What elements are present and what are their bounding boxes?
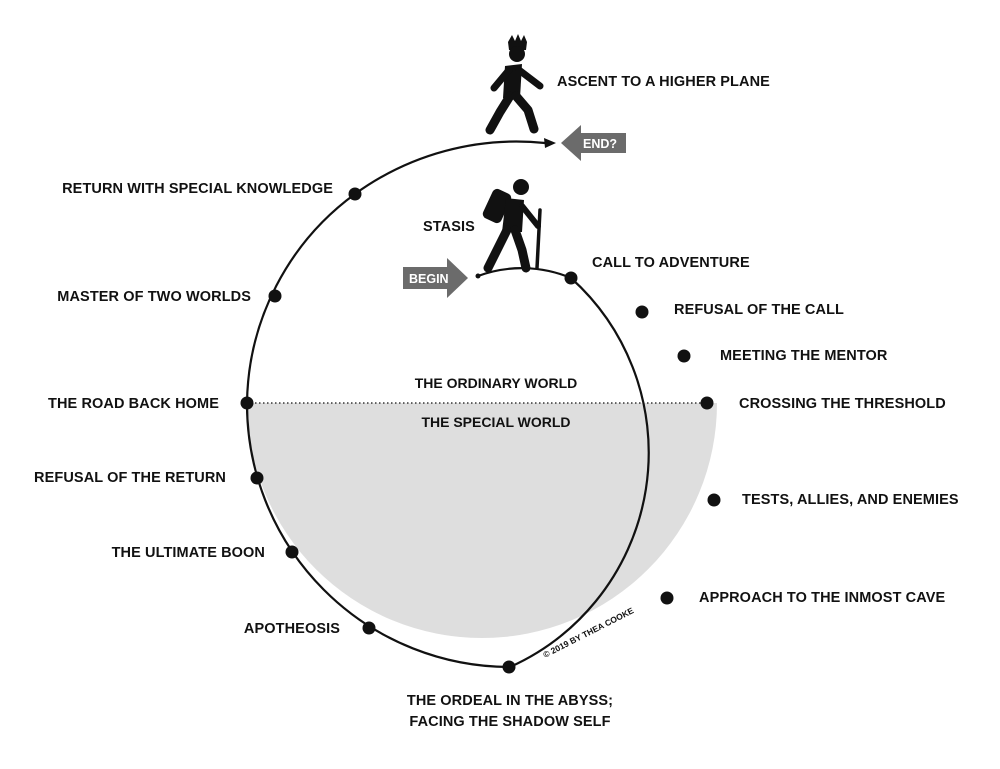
stage-dots: [240, 187, 721, 674]
begin-arrow: BEGIN: [403, 258, 468, 298]
special-world-area: [247, 403, 717, 638]
stage-label-ultimate-boon: THE ULTIMATE BOON: [112, 545, 265, 561]
dot-refusal-of-return: [250, 471, 264, 485]
stage-label-return-special-knowledge: RETURN WITH SPECIAL KNOWLEDGE: [62, 181, 333, 197]
dot-master-two-worlds: [268, 289, 282, 303]
dot-ordeal-in-abyss: [502, 660, 516, 674]
stage-label-refusal-of-the-call: REFUSAL OF THE CALL: [674, 302, 844, 318]
stage-label-apotheosis: APOTHEOSIS: [244, 621, 340, 637]
dot-call-to-adventure: [564, 271, 578, 285]
special-world-label: THE SPECIAL WORLD: [421, 414, 570, 430]
path-arrowhead: [544, 138, 556, 148]
stage-label-ordeal-line2: FACING THE SHADOW SELF: [409, 714, 610, 730]
crowned-walker-icon: [485, 34, 544, 135]
end-arrow: END?: [561, 125, 626, 161]
dot-crossing-the-threshold: [700, 396, 714, 410]
stage-label-call-to-adventure: CALL TO ADVENTURE: [592, 255, 750, 271]
stage-label-meeting-the-mentor: MEETING THE MENTOR: [720, 348, 888, 364]
dot-ultimate-boon: [285, 545, 299, 559]
hiker-icon: [482, 179, 542, 273]
stage-label-crossing-the-threshold: CROSSING THE THRESHOLD: [739, 396, 946, 412]
dot-apotheosis: [362, 621, 376, 635]
stage-label-road-back-home: THE ROAD BACK HOME: [48, 396, 219, 412]
stage-label-approach-inmost-cave: APPROACH TO THE INMOST CAVE: [699, 590, 945, 606]
stage-label-ordeal-line1: THE ORDEAL IN THE ABYSS;: [407, 693, 613, 709]
begin-point: [475, 273, 481, 279]
begin-arrow-label: BEGIN: [409, 272, 449, 286]
dot-refusal-of-the-call: [635, 305, 649, 319]
ordinary-world-label: THE ORDINARY WORLD: [415, 375, 578, 391]
stage-label-master-two-worlds: MASTER OF TWO WORLDS: [57, 289, 251, 305]
dot-return-special-knowledge: [348, 187, 362, 201]
dot-road-back-home: [240, 396, 254, 410]
dot-approach-inmost-cave: [660, 591, 674, 605]
end-arrow-label: END?: [583, 137, 617, 151]
stage-label-refusal-of-return: REFUSAL OF THE RETURN: [34, 470, 226, 486]
journey-circle: [245, 140, 650, 669]
dot-meeting-the-mentor: [677, 349, 691, 363]
stage-label-tests-allies-enemies: TESTS, ALLIES, AND ENEMIES: [742, 492, 959, 508]
top-label: ASCENT TO A HIGHER PLANE: [557, 74, 770, 90]
dot-tests-allies-enemies: [707, 493, 721, 507]
stasis-label: STASIS: [423, 219, 475, 235]
